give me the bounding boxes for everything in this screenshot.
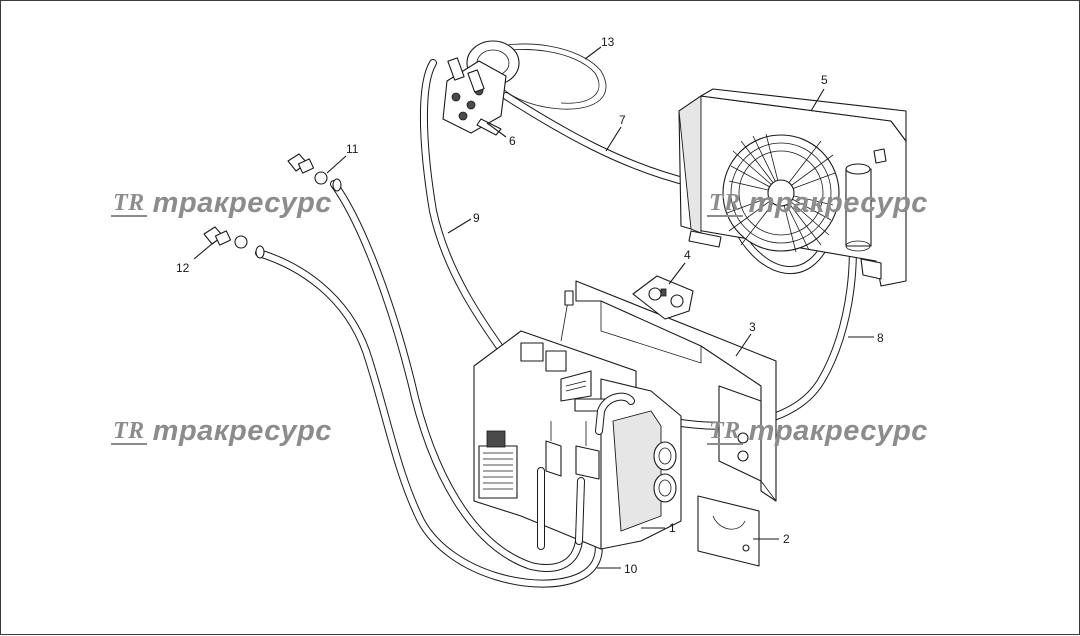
callout-13-label: 13 [601,35,615,49]
mounting-panel [575,280,777,502]
callout-11-label: 11 [346,142,359,156]
callout-5-label: 5 [821,73,828,87]
callout-10: 10 [597,562,638,576]
hose-10-inner [330,180,583,572]
callout-1: 1 [641,521,676,535]
callout-8: 8 [848,331,884,345]
callout-3: 3 [735,320,756,357]
callout-9-label: 9 [473,211,480,225]
callout-8-label: 8 [877,331,884,345]
heater-hoses [537,290,635,550]
control-panel [632,275,694,320]
callout-2-label: 2 [783,532,790,546]
plate [697,495,760,567]
callout-13: 13 [584,35,615,60]
callout-4: 4 [668,248,691,285]
callout-7-label: 7 [619,113,626,127]
callout-12: 12 [176,242,214,275]
callout-6: 6 [486,122,516,148]
callout-10-label: 10 [624,562,638,576]
callout-7: 7 [605,113,626,152]
condenser [678,88,907,287]
callout-2: 2 [753,532,790,546]
fitting-11 [287,153,342,192]
compressor [442,40,607,136]
callout-3-label: 3 [749,320,756,334]
callout-11: 11 [326,142,359,174]
hose-10-outer [255,249,603,588]
fitting-12 [203,226,265,259]
heater-unit [473,330,682,550]
callout-4-label: 4 [684,248,691,262]
hose-7 [502,92,695,187]
callout-5: 5 [810,73,828,112]
callout-1-label: 1 [669,521,676,535]
callout-6-label: 6 [509,134,516,148]
callout-9: 9 [447,211,480,234]
hose-9 [419,59,508,357]
callout-12-label: 12 [176,261,190,275]
